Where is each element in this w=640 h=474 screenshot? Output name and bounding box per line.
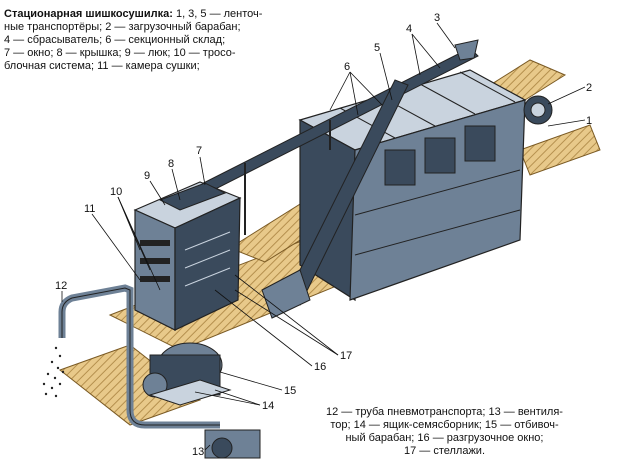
fan [204,429,261,459]
legend-top-line-1-rest: 1, 3, 5 — ленточ- [175,8,263,20]
legend-top-line-1: Стационарная шишкосушилка: 1, 3, 5 — лен… [4,8,262,21]
legend-bottom-line-2: тор; 14 — ящик-семясборник; 15 — отбивоч… [330,419,559,431]
callout-2: 2 [586,82,592,94]
callout-13: 13 [192,446,204,458]
legend-bottom-line-4: 17 — стеллажи. [403,445,485,457]
callout-10: 10 [110,186,122,198]
sectional-warehouse [298,69,527,302]
legend-top: Стационарная шишкосушилка: 1, 3, 5 — лен… [4,8,262,73]
legend-top-line-5: блочная система; 11 — камера сушки; [4,60,200,72]
callout-8: 8 [168,158,174,170]
callout-labels: 1 2 3 4 5 6 7 8 9 10 11 12 13 14 15 16 1… [55,12,592,458]
legend-bottom-line-1: 12 — труба пневмотранспорта; 13 — вентил… [326,406,563,418]
loading-hopper [454,39,479,61]
callout-14: 14 [262,400,274,412]
callout-6: 6 [344,61,350,73]
legend-top-line-4: 7 — окно; 8 — крышка; 9 — люк; 10 — трос… [4,47,236,59]
callout-11: 11 [84,203,95,215]
inclined-conveyor [261,79,409,319]
legend-bottom-line-3: ный барабан; 16 — разгрузочное окно; [345,432,544,444]
callout-5: 5 [374,42,380,54]
seed-box [148,379,232,406]
callout-15: 15 [284,385,296,397]
legend-title: Стационарная шишкосушилка: [4,8,173,20]
legend-top-line-3: 4 — сбрасыватель; 6 — секционный склад; [4,34,226,46]
callout-1: 1 [586,115,592,127]
legend-top-line-2: ные транспортёры; 2 — загрузочный бараба… [4,21,241,33]
callout-9: 9 [144,170,150,182]
callout-17: 17 [340,350,352,362]
callout-12: 12 [55,280,67,292]
callout-16: 16 [314,361,326,373]
loading-drum [523,95,553,125]
callout-7: 7 [196,145,202,157]
pneumatic-pipe [58,284,220,429]
callout-3: 3 [434,12,440,24]
callout-4: 4 [406,23,412,35]
leader-lines [61,22,586,451]
falling-seeds [42,346,65,398]
legend-bottom: 12 — труба пневмотранспорта; 13 — вентил… [326,406,563,458]
